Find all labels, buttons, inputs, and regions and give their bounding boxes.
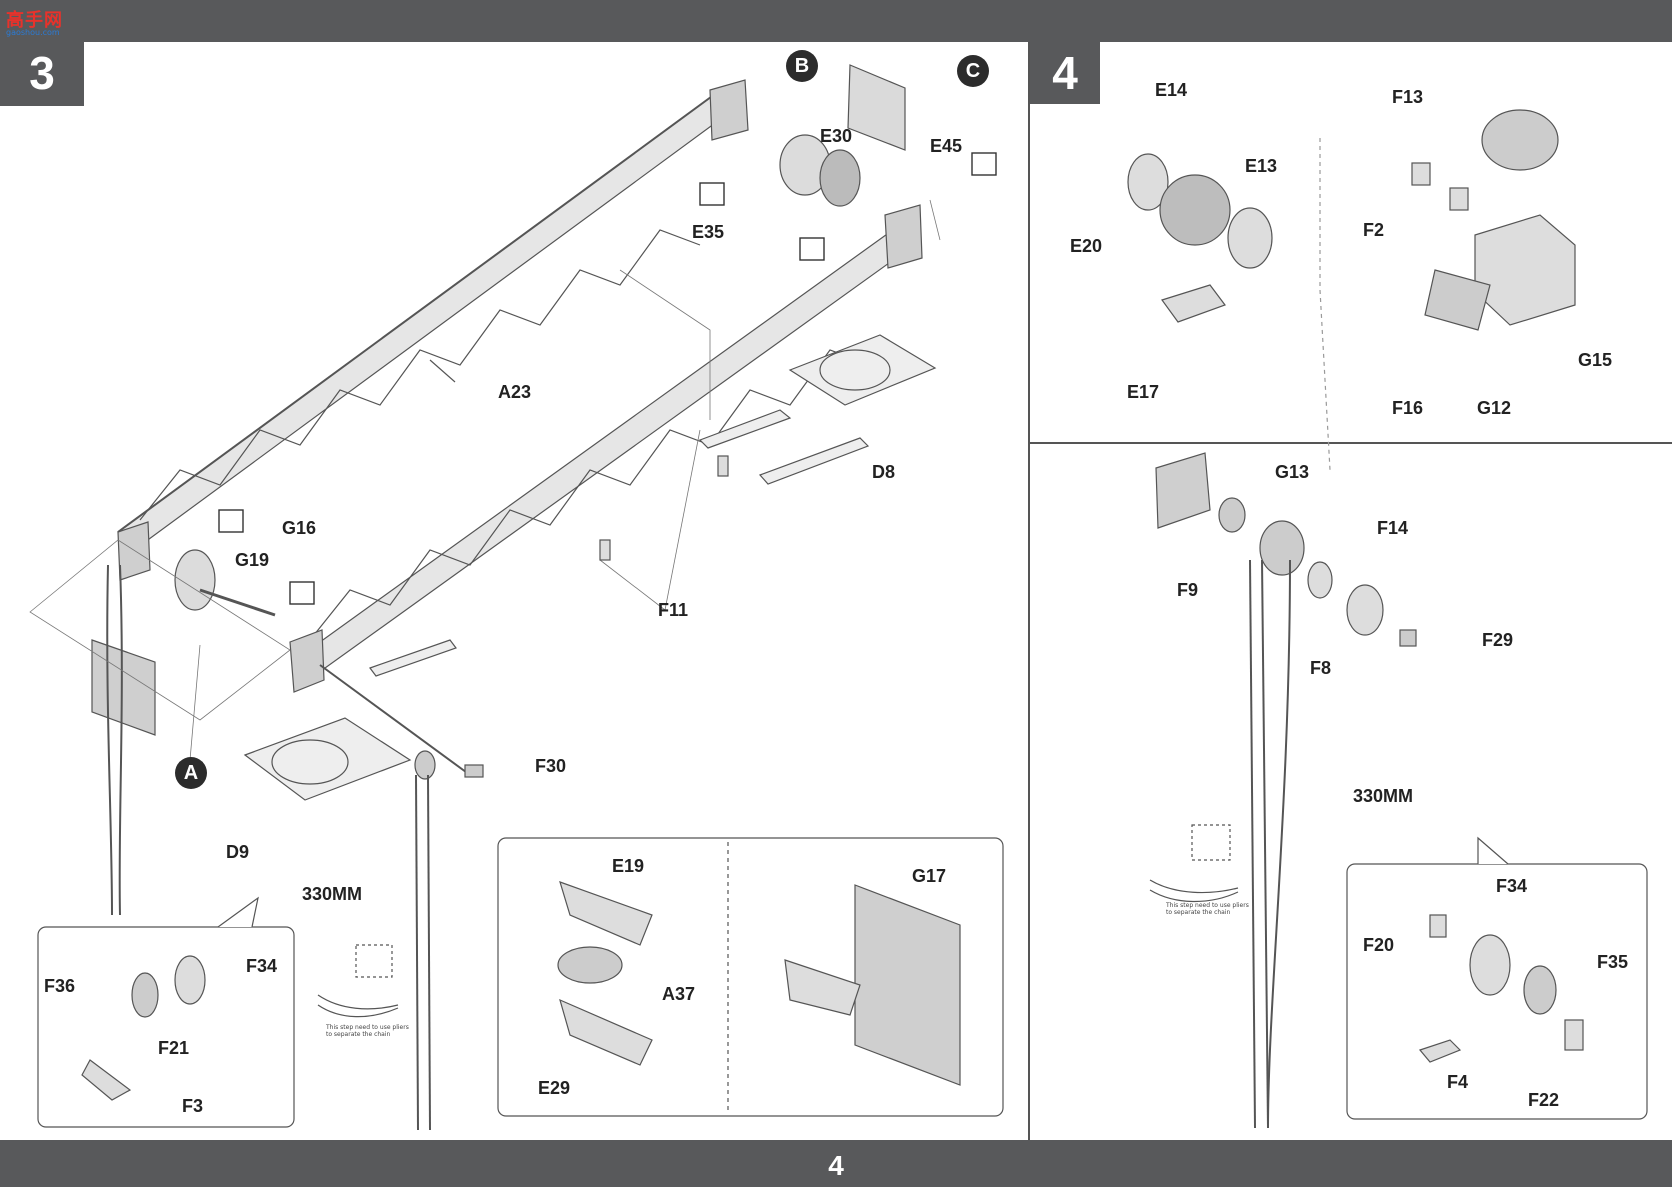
inset-pulley xyxy=(497,837,1004,1117)
label-d8: D8 xyxy=(872,462,896,482)
panel-divider-horizontal xyxy=(1030,442,1672,444)
label-f34-step4: F34 xyxy=(1496,876,1528,896)
label-g16: G16 xyxy=(282,518,317,538)
label-f9: F9 xyxy=(1177,580,1199,600)
label-f35: F35 xyxy=(1597,952,1629,972)
label-f21: F21 xyxy=(158,1038,190,1058)
label-f4: F4 xyxy=(1447,1072,1469,1092)
pliers-note-line1: This step need to use pliers xyxy=(1166,902,1249,909)
pliers-note-line2: to separate the chain xyxy=(1166,909,1231,916)
label-f8: F8 xyxy=(1310,658,1332,678)
pliers-note-step4: This step need to use pliers to separate… xyxy=(1166,902,1249,916)
site-logo: 高手网 gaoshou.com xyxy=(6,6,68,40)
logo-text: 高手网 xyxy=(6,10,63,30)
pliers-note-line1: This step need to use pliers xyxy=(326,1024,409,1031)
step-3-number: 3 xyxy=(0,42,84,106)
frame-d9 xyxy=(243,717,412,801)
sign-plate xyxy=(91,639,156,736)
pliers-note-step3: This step need to use pliers to separate… xyxy=(326,1024,409,1038)
top-bar xyxy=(0,0,1672,42)
label-e35: E35 xyxy=(692,222,725,242)
marker-a: A xyxy=(175,757,207,789)
frame-d8 xyxy=(788,334,937,406)
label-e13: E13 xyxy=(1245,156,1278,176)
label-f29: F29 xyxy=(1482,630,1514,650)
label-f20: F20 xyxy=(1363,935,1395,955)
label-f11: F11 xyxy=(658,600,689,620)
panel-divider-vertical xyxy=(1028,42,1030,1140)
label-g17: G17 xyxy=(912,866,947,886)
label-g12: G12 xyxy=(1477,398,1512,418)
label-f30: F30 xyxy=(535,756,567,776)
label-e20: E20 xyxy=(1070,236,1103,256)
no-glue-icon xyxy=(699,182,725,206)
label-e14: E14 xyxy=(1155,80,1188,100)
label-f13: F13 xyxy=(1392,87,1424,107)
bottom-bar xyxy=(0,1140,1672,1187)
marker-b: B xyxy=(786,50,818,82)
label-e29: E29 xyxy=(538,1078,571,1098)
inset-chain-hook xyxy=(37,926,295,1128)
no-glue-icon xyxy=(799,237,825,261)
label-f14: F14 xyxy=(1377,518,1409,538)
label-a23: A23 xyxy=(498,382,532,402)
logo-subtext: gaoshou.com xyxy=(6,28,60,37)
no-glue-icon xyxy=(289,581,315,605)
label-330mm-step4: 330MM xyxy=(1353,786,1414,806)
marker-c: C xyxy=(957,55,989,87)
label-f16: F16 xyxy=(1392,398,1424,418)
label-f3: F3 xyxy=(182,1096,204,1116)
pliers-note-line2: to separate the chain xyxy=(326,1031,391,1038)
label-a37: A37 xyxy=(662,984,696,1004)
label-e30: E30 xyxy=(820,126,853,146)
label-f36: F36 xyxy=(44,976,76,996)
far-rail xyxy=(117,93,723,557)
label-g13: G13 xyxy=(1275,462,1310,482)
no-glue-icon xyxy=(971,152,997,176)
label-d9: D9 xyxy=(226,842,250,862)
label-f22: F22 xyxy=(1528,1090,1560,1110)
plate-b xyxy=(847,64,906,151)
label-f34-step3: F34 xyxy=(246,956,278,976)
no-glue-icon xyxy=(218,509,244,533)
label-f2: F2 xyxy=(1363,220,1385,240)
label-g15: G15 xyxy=(1578,350,1613,370)
label-g19: G19 xyxy=(235,550,270,570)
label-330mm-step3: 330MM xyxy=(302,884,363,904)
label-e19: E19 xyxy=(612,856,645,876)
step-4-number: 4 xyxy=(1030,42,1100,104)
label-e17: E17 xyxy=(1127,382,1160,402)
label-e45: E45 xyxy=(930,136,963,156)
page-number: 4 xyxy=(828,1150,844,1181)
